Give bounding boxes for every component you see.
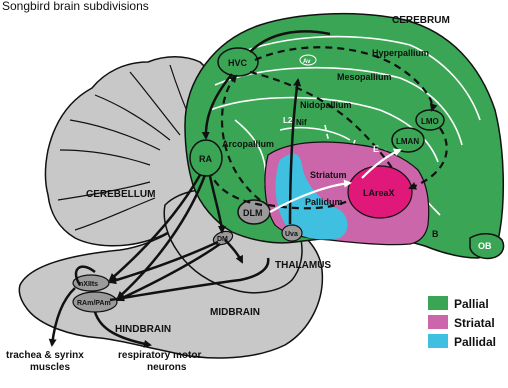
legend-swatch-striatal [428,315,448,329]
legend-swatch-pallidal [428,334,448,348]
dm-label: DM [217,236,228,243]
ob-label: OB [478,241,492,251]
legend-label-striatal: Striatal [454,316,495,330]
uva-label: Uva [285,231,298,238]
e-label: E [373,144,379,154]
cerebrum-label: CEREBRUM [392,15,450,26]
lmo-label: LMO [421,117,439,126]
trachea-label-line1: trachea & syrinx [6,350,84,361]
nidopallium-label: Nidopallium [300,100,352,110]
mesopallium-label: Mesopallium [337,72,392,82]
trachea-label-line2: muscles [30,362,70,373]
lman-label: LMAN [396,137,419,146]
nxiits-label: nXIIts [79,281,98,288]
cerebellum-label: CEREBELLUM [86,189,155,200]
legend-swatch-pallial [428,296,448,310]
pallidum-label: Pallidum [305,197,343,207]
ra-label: RA [199,154,212,164]
respiratory-label-line1: respiratory motor [118,350,201,361]
thalamus-label: THALAMUS [275,260,331,271]
striatum-label: Striatum [310,170,347,180]
b-label: B [432,229,439,239]
legend-label-pallidal: Pallidal [454,335,496,349]
legend-label-pallial: Pallial [454,297,489,311]
l2-label: L2 [283,116,293,125]
hindbrain-label: HINDBRAIN [115,324,171,335]
dlm-label: DLM [243,208,263,218]
ram-label: RAm/PAm [77,300,111,307]
arcopallium-label: Arcopallium [222,139,274,149]
midbrain-label: MIDBRAIN [210,307,260,318]
hyperpallium-label: Hyperpallium [372,48,429,58]
diagram-title: Songbird brain subdivisions [2,0,149,13]
hvc-label: HVC [228,58,248,68]
respiratory-label-line2: neurons [147,362,187,373]
av-label: Av [303,59,311,65]
areax-label: LAreaX [363,188,395,198]
nif-label: Nif [296,118,307,127]
